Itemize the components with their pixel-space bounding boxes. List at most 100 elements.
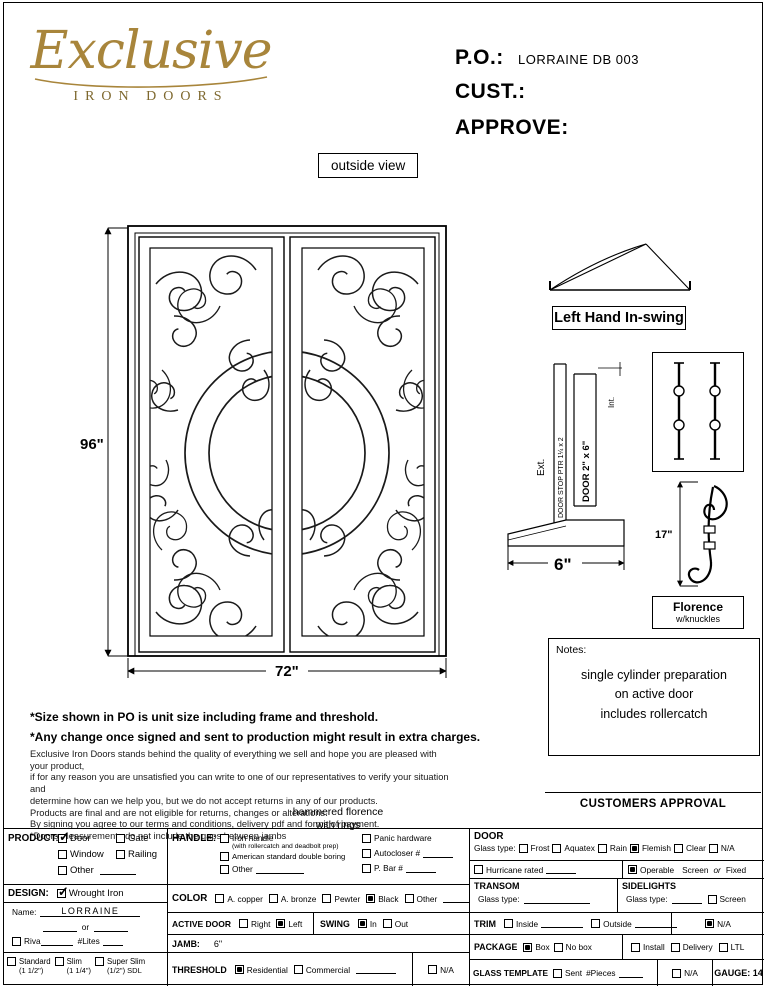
checkbox-panic-hardware[interactable] [362,833,371,843]
hurricane-line[interactable] [546,865,577,874]
checkbox-super-slim[interactable] [95,957,104,966]
checkbox-sidelights-screen[interactable] [707,894,717,904]
checkbox-nobox[interactable] [553,942,563,952]
checkbox-trim-na[interactable] [705,919,715,928]
ext-label: Ext. [536,459,547,476]
po-value[interactable]: LORRAINE DB 003 [518,52,639,67]
checkbox-clear[interactable] [674,843,683,853]
jamb-label: JAMB: [172,938,200,949]
gauge-value: GAUGE: 14 [714,968,763,978]
checkbox-swing-out[interactable] [382,919,392,928]
checkbox-commercial[interactable] [293,965,303,974]
florence-caption: Florence w/knuckles [652,596,744,629]
transom-label: TRANSOM [474,881,520,891]
active-door-section: ACTIVE DOOR Right Left [168,913,314,935]
swing-label: SWING [320,918,350,929]
checkbox-standard[interactable] [7,957,16,966]
customers-approval[interactable]: CUSTOMERS APPROVAL [545,792,761,810]
checkbox-frost[interactable] [518,843,528,853]
checkbox-template-na[interactable] [672,968,682,978]
design-label: DESIGN: [8,888,49,899]
checkbox-gate[interactable] [116,834,125,843]
checkbox-color-other[interactable] [404,894,414,903]
threshold-section: THRESHOLD Residential Commercial N/A [168,953,470,986]
transom-glass-line[interactable] [523,895,590,904]
door-label: DOOR [474,831,504,842]
package-section: PACKAGE Box No box Install Delivery LTL [470,935,764,960]
trim-na-box: N/A [671,913,764,934]
sidelights-glass-label: Glass type: [626,894,668,904]
door-stop-label: DOOR STOP PTR 1¼ x 2 [558,437,565,518]
checkbox-black[interactable] [366,894,376,903]
checkbox-sent[interactable] [552,968,562,978]
checkbox-wrought-iron[interactable] [56,885,69,900]
section-detail: Ext. DOOR STOP PTR 1¼ x 2 DOOR 2" x 6" I… [507,362,625,574]
checkbox-railing[interactable] [116,850,125,859]
trim-outside-line[interactable] [634,919,677,928]
handle-subcaption: w/knuckles [675,614,720,624]
sidelights-glass-line[interactable] [671,895,702,904]
glass-template-label: GLASS TEMPLATE [473,968,548,978]
checkbox-operable[interactable] [628,865,637,874]
checkbox-glass-na[interactable] [708,843,718,853]
trim-inside-line[interactable] [541,919,584,928]
checkbox-trim-inside[interactable] [504,919,513,928]
sidelights-section: SIDELIGHTS Glass type: Screen [618,879,764,913]
checkbox-window[interactable] [58,850,67,859]
checkbox-pbar[interactable] [362,863,371,873]
cust-label: CUST.: [455,80,526,103]
checkbox-autocloser[interactable] [362,848,371,858]
design-name-value[interactable]: LORRAINE [40,906,141,917]
product-other-line[interactable] [99,866,136,875]
checkbox-install[interactable] [631,942,640,952]
threshold-label: THRESHOLD [172,964,227,975]
checkbox-threshold-na[interactable] [428,965,438,974]
jamb-section: JAMB: 6" [168,935,470,953]
checkbox-delivery[interactable] [670,942,680,952]
pbar-line[interactable] [405,864,436,873]
logo-script: Exclusive [30,21,273,81]
swing-section: SWING In Out [314,913,470,935]
door-pulls-box [652,352,744,472]
checkbox-slim[interactable] [54,957,64,966]
jamb-value[interactable]: 6" [213,938,223,949]
lites-line[interactable] [102,937,123,946]
checkbox-rain[interactable] [597,843,607,853]
checkbox-american-boring[interactable] [220,852,229,861]
checkbox-riva[interactable] [12,936,21,946]
riva-line[interactable] [40,937,73,946]
logo-subtitle: IRON DOORS [73,88,229,104]
checkbox-door[interactable] [58,829,70,845]
height-dimension: 96" [80,436,104,453]
handle-other-line[interactable] [255,865,304,874]
checkbox-hurricane[interactable] [474,865,483,874]
autocloser-line[interactable] [423,849,454,858]
checkbox-swing-in[interactable] [357,919,367,928]
fine-print: Exclusive Iron Doors stands behind the q… [30,749,449,841]
checkbox-left[interactable] [276,919,286,928]
checkbox-product-other[interactable] [58,866,67,875]
pieces-line[interactable] [618,969,643,978]
checkbox-residential[interactable] [234,965,244,974]
checkbox-box[interactable] [523,942,533,952]
trim-label: TRIM [474,918,496,929]
glass-template-section: GLASS TEMPLATE Sent #Pieces N/A GAUGE: 1… [470,960,764,986]
commercial-line[interactable] [356,965,397,974]
checkbox-pewter[interactable] [322,894,332,903]
checkbox-ltl[interactable] [718,942,728,952]
color-other-line[interactable] [443,894,469,903]
checkbox-right[interactable] [239,919,249,928]
door-glass-section: DOOR Glass type: Frost Aquatex Rain Flem… [470,829,764,879]
checkbox-aquatex[interactable] [552,843,562,853]
checkbox-copper[interactable] [215,894,225,903]
product-section: PRODUCT: Door Gate Window Railing Other [4,829,168,885]
checkbox-trim-outside[interactable] [591,919,601,928]
checkbox-bronze[interactable] [268,894,278,903]
checkbox-handle-other[interactable] [220,864,229,874]
notes-text[interactable]: single cylinder preparation on active do… [581,668,727,721]
checkbox-iron-handle[interactable] [220,833,229,843]
or-line-left [42,923,77,932]
disclaimer-size: *Size shown in PO is unit size including… [30,710,379,724]
checkbox-flemish[interactable] [629,843,639,853]
handle-section: HANDLE: Iron handle (with rollercatch an… [168,829,470,885]
